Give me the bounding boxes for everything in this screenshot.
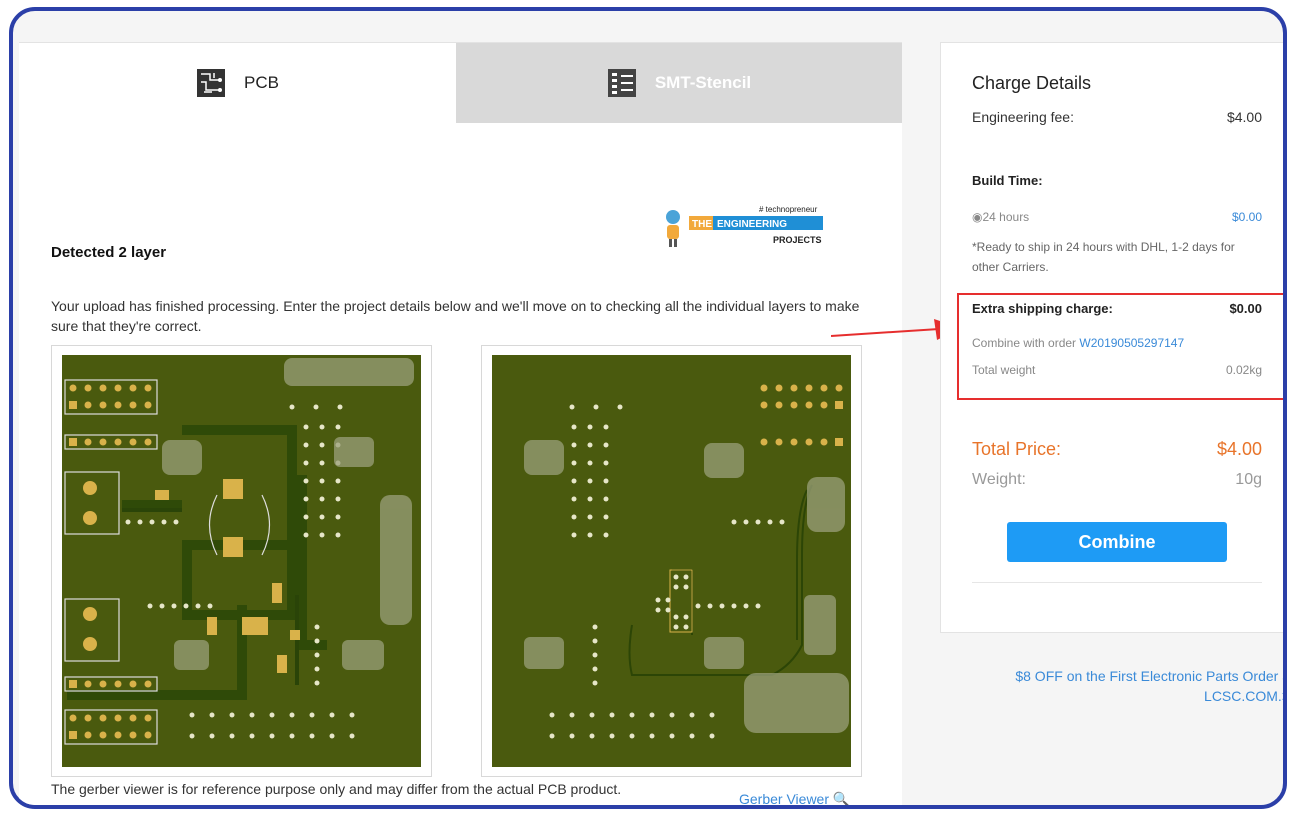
gerber-preview-top[interactable]: [51, 345, 432, 777]
combine-order-link[interactable]: W20190505297147: [1079, 336, 1185, 350]
combine-order-row: Combine with order W20190505297147: [972, 336, 1184, 350]
logo-word-projects: PROJECTS: [773, 235, 822, 245]
build-option-price: $0.00: [1231, 210, 1262, 224]
gerber-viewer-note: The gerber viewer is for reference purpo…: [51, 781, 622, 797]
pcb-board-top-image: [62, 355, 421, 767]
detected-layers-heading: Detected 2 layer: [51, 244, 167, 261]
build-option-label-wrap: ◉24 hours: [972, 210, 1029, 224]
gerber-preview-bottom[interactable]: [481, 345, 862, 777]
tab-pcb-label: PCB: [244, 73, 279, 92]
total-weight-row: Total weight 0.02kg: [972, 363, 1262, 377]
promo-link[interactable]: $8 OFF on the First Electronic Parts Ord…: [990, 666, 1287, 706]
total-price-row: Total Price: $4.00: [972, 439, 1262, 460]
tab-smt-stencil[interactable]: SMT-Stencil: [456, 43, 902, 123]
extra-shipping-label: Extra shipping charge:: [972, 301, 1113, 316]
engineering-fee-label: Engineering fee:: [972, 109, 1074, 125]
promo-line-2: LCSC.COM.>: [1204, 688, 1287, 704]
total-weight-value: 0.02kg: [1225, 363, 1262, 377]
pcb-icon: [197, 69, 226, 97]
highlight-box: [957, 293, 1283, 400]
engineering-projects-logo: # technopreneur THE ENGINEERING PROJECTS: [666, 205, 823, 247]
screenshot-frame: PCB SMT-Stencil # technopreneur THE ENGI…: [9, 7, 1287, 809]
magnifier-icon: 🔍: [832, 791, 851, 807]
tab-stencil-label: SMT-Stencil: [654, 73, 752, 92]
pcb-board-bottom-image: [492, 355, 851, 767]
gerber-viewer-link[interactable]: Gerber Viewer 🔍: [739, 791, 851, 807]
build-option-24h[interactable]: ◉24 hours $0.00: [972, 210, 1262, 224]
total-weight-label: Total weight: [972, 363, 1036, 377]
extra-shipping-value: $0.00: [1229, 301, 1262, 316]
charge-details-panel: Charge Details Engineering fee: $4.00 Bu…: [940, 42, 1283, 633]
main-panel: PCB SMT-Stencil # technopreneur THE ENGI…: [19, 42, 902, 807]
logo-word-engineering: ENGINEERING: [717, 219, 787, 230]
stencil-icon: [607, 69, 636, 97]
total-price-label: Total Price:: [972, 439, 1062, 459]
logo-word-the: THE: [692, 219, 712, 230]
weight-row: Weight: 10g: [972, 471, 1262, 489]
build-option-label: 24 hours: [982, 210, 1030, 224]
engineering-fee-row: Engineering fee: $4.00: [972, 109, 1262, 125]
build-time-title: Build Time:: [972, 173, 1043, 188]
total-price-value: $4.00: [1216, 439, 1262, 459]
engineering-fee-value: $4.00: [1226, 109, 1262, 125]
charge-details-title: Charge Details: [972, 73, 1092, 93]
gerber-viewer-link-label: Gerber Viewer: [739, 791, 830, 807]
combine-order-prefix: Combine with order: [972, 336, 1080, 350]
weight-value: 10g: [1235, 471, 1262, 488]
logo-tagline: # technopreneur: [759, 205, 818, 214]
promo-line-1: $8 OFF on the First Electronic Parts Ord…: [1015, 668, 1287, 684]
svg-text:# technopreneur: # technopreneur: [759, 205, 818, 214]
combine-button[interactable]: Combine: [1007, 522, 1227, 562]
upload-message: Your upload has finished processing. Ent…: [51, 298, 860, 334]
shipping-note: *Ready to ship in 24 hours with DHL, 1-2…: [972, 240, 1235, 274]
divider: [972, 582, 1262, 583]
radio-selected-icon[interactable]: ◉: [972, 210, 983, 224]
tab-pcb[interactable]: PCB: [19, 43, 456, 123]
extra-shipping-row: Extra shipping charge: $0.00: [972, 301, 1262, 316]
weight-label: Weight:: [972, 471, 1026, 488]
